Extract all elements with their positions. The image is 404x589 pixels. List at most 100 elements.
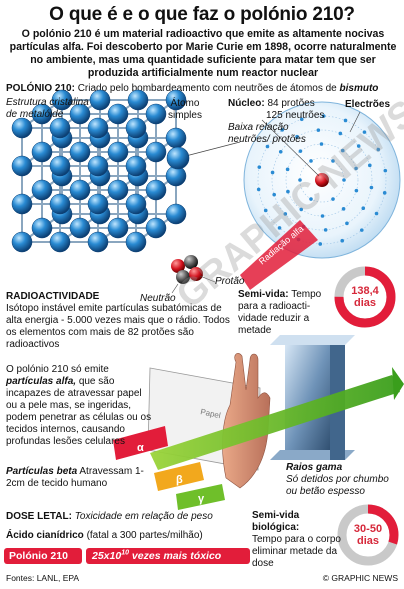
electron-dot (382, 191, 387, 195)
multiplier-pill: 25x1010 vezes mais tóxico (86, 548, 250, 564)
electron-dot (376, 147, 381, 152)
gamma-block: Raios gama Só detidos por chumbo ou betã… (282, 462, 400, 498)
nucleus-label: Núcleo: (228, 98, 265, 109)
penetration-diagram (113, 335, 404, 510)
lattice-atom (87, 193, 109, 215)
lattice-atom (49, 231, 71, 253)
lattice-atom (31, 217, 53, 239)
electron-dot (309, 159, 313, 163)
hand-image (222, 353, 271, 489)
electron-dot (345, 221, 349, 226)
electron-dot (361, 206, 366, 211)
nucleus-protons: 84 protões (267, 98, 315, 109)
bio-half-life-block: Semi-vida biológica: Tempo para o corpo … (252, 510, 344, 570)
electron-dot (383, 168, 388, 173)
gamma-term: Raios gama (286, 462, 343, 473)
lattice-atom (49, 193, 71, 215)
electron-dot (319, 142, 324, 146)
lattice-atom (69, 141, 91, 163)
electron-dot (368, 163, 372, 168)
lattice-atom (125, 155, 147, 177)
electron-dot (369, 185, 374, 190)
bio-half-life-text: Tempo para o corpo eliminar metade da do… (252, 534, 341, 569)
half-life-value: 138,4 (351, 285, 379, 297)
lattice-atom (125, 231, 147, 253)
electron-dot (256, 187, 261, 192)
nucleus-info: Núcleo: 84 protões 125 neutrões Baixa re… (228, 98, 338, 146)
electron-dot (285, 167, 290, 172)
electron-dot (263, 208, 268, 213)
lattice-atom (31, 141, 53, 163)
intro-text: O polónio 210 é um material radioactivo … (9, 28, 397, 79)
half-life-unit: dias (353, 297, 376, 309)
lattice-atom (87, 155, 109, 177)
lattice-atom (11, 155, 33, 177)
electron-dot (316, 128, 321, 132)
bio-half-life-heading: Semi-vida biológica: (252, 510, 300, 533)
radioactivity-block: RADIOACTIVIDADE Isótopo instável emite p… (6, 291, 238, 351)
lattice-atom (165, 127, 187, 149)
electron-dot (286, 189, 290, 194)
lattice-atom (11, 117, 33, 139)
lattice-atom (145, 179, 167, 201)
multiplier-base: 25x10 (92, 550, 122, 562)
bio-half-life-value: 30-50 (353, 523, 383, 535)
bio-half-life-value-block: 30-50 dias (344, 523, 392, 547)
atom-label: Átomo simples (168, 98, 202, 121)
gamma-symbol: γ (198, 493, 205, 505)
half-life-value-block: 138,4 dias (341, 285, 389, 309)
cyanide-term: Ácido cianídrico (6, 530, 84, 541)
electron-dot (374, 211, 379, 216)
polonium-line-element: bismuto (339, 83, 379, 94)
lattice-atom (127, 89, 149, 111)
lattice-atom (107, 217, 129, 239)
half-life-text: Tempo para a radioacti- vidade reduzir a… (238, 289, 322, 336)
electron-dot (343, 118, 348, 123)
alpha-text-post: que são incapazes de atravessar papel ou… (6, 376, 152, 447)
polonium-line: POLÓNIO 210: Criado pelo bombardeamento … (6, 83, 401, 95)
alpha-term: partículas alfa, (6, 376, 77, 387)
electron-dot (298, 149, 303, 153)
half-life-ring (334, 266, 396, 328)
electron-dot (359, 228, 364, 232)
half-life-block: Semi-vida: Tempo para a radioacti- vidad… (238, 289, 338, 337)
lattice-atom (87, 117, 109, 139)
lattice-atom (49, 117, 71, 139)
lethal-text: Toxicidade em relação de peso (74, 511, 213, 522)
sources: Fontes: LANL, EPA (6, 573, 80, 583)
electron-dot (362, 130, 367, 134)
beta-term: Partículas beta (6, 466, 78, 477)
electron-dot (278, 149, 283, 154)
electron-dot (340, 148, 345, 153)
lethal-block: DOSE LETAL: Toxicidade em relação de pes… (6, 511, 246, 523)
electron-dot (257, 165, 262, 169)
lattice-atom (87, 231, 109, 253)
polonium-line-text: Criado pelo bombardeamento com neutrões … (77, 83, 337, 94)
lattice-atom (89, 89, 111, 111)
cyanide-line: Ácido cianídrico (fatal a 300 partes/mil… (6, 530, 246, 542)
electron-dot (283, 212, 288, 216)
beta-block: Partículas beta Atravessam 1-2cm de teci… (6, 466, 156, 490)
lattice-atom (69, 179, 91, 201)
lattice-atom (11, 231, 33, 253)
electron-dot (338, 131, 343, 136)
electron-dot (265, 144, 270, 149)
lattice-atom (31, 103, 53, 125)
alpha-radiation-band (240, 220, 318, 290)
electron-dot (331, 197, 335, 201)
electron-dot (341, 207, 346, 211)
electron-dot (298, 178, 302, 182)
lattice-atom (69, 217, 91, 239)
nucleus-dot (315, 173, 329, 187)
nucleus-ratio: Baixa relação neutrões/ protões (228, 122, 306, 145)
gamma-beam (150, 375, 400, 470)
electron-dot (323, 228, 328, 232)
electron-dot (356, 144, 361, 148)
electron-dot (280, 128, 285, 132)
lattice-atom (125, 193, 147, 215)
electron-dot (295, 134, 299, 139)
half-life-heading: Semi-vida: (238, 289, 289, 300)
electron-dot (331, 159, 335, 163)
electron-dot (318, 242, 323, 246)
